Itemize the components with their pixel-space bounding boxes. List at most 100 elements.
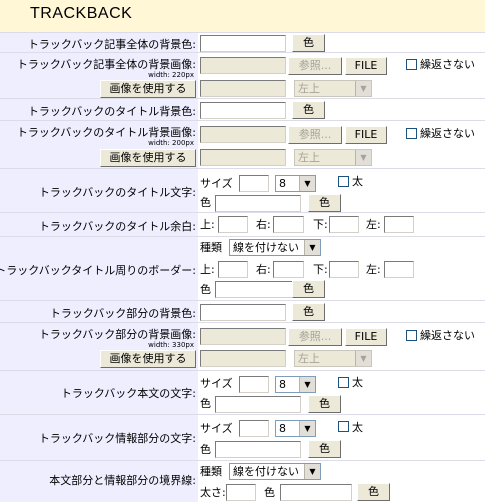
part-no-repeat-label: 繰返さない — [420, 329, 475, 342]
bg-image-file-button[interactable]: FILE — [345, 57, 387, 75]
info-bold-checkbox[interactable] — [338, 421, 349, 432]
border-right-input[interactable] — [273, 261, 304, 278]
part-position-select[interactable]: 左上▼ — [294, 350, 372, 367]
label-title-bg-image-width: width: 200px — [148, 139, 194, 147]
title-bg-color-button[interactable]: 色 — [292, 101, 325, 119]
bg-image-path-input[interactable] — [200, 57, 286, 74]
title-size-label: サイズ — [200, 177, 233, 190]
margin-top-label: 上: — [200, 218, 215, 231]
part-image-file-button[interactable]: FILE — [345, 328, 387, 346]
border-right-label: 右: — [256, 263, 271, 276]
body-color-label: 色 — [200, 397, 211, 410]
label-body-text: トラックバック本文の文字: — [60, 387, 196, 400]
label-bg-image-width: width: 220px — [148, 71, 194, 79]
border-bottom-input[interactable] — [329, 261, 359, 278]
section-title: TRACKBACK — [30, 5, 133, 22]
info-color-button[interactable]: 色 — [308, 440, 341, 458]
border-color-label: 色 — [200, 283, 211, 296]
title-no-repeat-checkbox[interactable] — [406, 128, 417, 139]
label-part-bg-image: トラックバック部分の背景画像: — [38, 328, 196, 341]
chevron-down-icon: ▼ — [304, 464, 320, 479]
label-title-margin: トラックバックのタイトル余白: — [38, 220, 196, 233]
bg-color-button[interactable]: 色 — [292, 34, 325, 52]
chevron-down-icon: ▼ — [299, 421, 315, 436]
title-bg-color-input[interactable] — [200, 102, 286, 119]
body-color-input[interactable] — [215, 396, 301, 413]
bg-position-select[interactable]: 左上▼ — [294, 80, 372, 97]
body-size-input[interactable] — [239, 376, 269, 393]
separator-kind-select[interactable]: 線を付けない▼ — [229, 463, 321, 480]
title-size-input[interactable] — [239, 175, 269, 192]
title-bold-checkbox[interactable] — [338, 176, 349, 187]
border-bottom-label: 下: — [313, 263, 328, 276]
border-top-input[interactable] — [218, 261, 248, 278]
title-image-path-input[interactable] — [200, 126, 286, 143]
separator-color-button[interactable]: 色 — [357, 483, 390, 501]
border-color-button[interactable]: 色 — [292, 280, 325, 298]
bg-image-browse-button[interactable]: 参照... — [288, 57, 342, 75]
row-title-border: トラックバックタイトル周りのボーダー: 種類 線を付けない▼ 上: 右: 下: … — [0, 236, 485, 300]
part-bg-color-button[interactable]: 色 — [292, 303, 325, 321]
title-color-input[interactable] — [215, 195, 301, 212]
border-color-input[interactable] — [215, 281, 301, 298]
separator-thickness-input[interactable] — [226, 484, 256, 501]
title-no-repeat-label: 繰返さない — [420, 127, 475, 140]
margin-bottom-input[interactable] — [329, 216, 359, 233]
border-top-label: 上: — [200, 263, 215, 276]
label-title-bg-image: トラックバックのタイトル背景画像: — [16, 126, 196, 139]
title-color-label: 色 — [200, 196, 211, 209]
border-kind-label: 種類 — [200, 241, 222, 254]
info-size-input[interactable] — [239, 420, 269, 437]
margin-left-input[interactable] — [384, 216, 414, 233]
part-image-path-input[interactable] — [200, 328, 286, 345]
row-separator: 本文部分と情報部分の境界線: 種類 線を付けない▼ 太さ: 色 色 — [0, 460, 485, 502]
part-use-image-button[interactable]: 画像を使用する — [100, 350, 196, 368]
body-bold-checkbox[interactable] — [338, 377, 349, 388]
title-use-image-button[interactable]: 画像を使用する — [100, 149, 196, 167]
row-bg-image: トラックバック記事全体の背景画像: width: 220px 画像を使用する 参… — [0, 52, 485, 98]
title-position-select[interactable]: 左上▼ — [294, 149, 372, 166]
bg-no-repeat-checkbox[interactable] — [406, 59, 417, 70]
separator-thickness-label: 太さ: — [200, 486, 226, 499]
info-size-label: サイズ — [200, 422, 233, 435]
bg-use-image-button[interactable]: 画像を使用する — [100, 80, 196, 98]
info-size-select[interactable]: 8▼ — [275, 420, 316, 437]
border-left-input[interactable] — [384, 261, 414, 278]
label-title-border: トラックバックタイトル周りのボーダー: — [0, 264, 196, 277]
bg-color-input[interactable] — [200, 35, 286, 52]
body-size-select[interactable]: 8▼ — [275, 376, 316, 393]
separator-color-input[interactable] — [280, 484, 352, 501]
info-color-input[interactable] — [215, 441, 301, 458]
margin-top-input[interactable] — [218, 216, 248, 233]
label-title-text: トラックバックのタイトル文字: — [38, 186, 196, 199]
title-bold-label: 太 — [352, 175, 363, 188]
separator-color-label: 色 — [264, 486, 275, 499]
label-part-bg-image-width: width: 330px — [148, 341, 194, 349]
chevron-down-icon: ▼ — [299, 176, 315, 191]
part-no-repeat-checkbox[interactable] — [406, 330, 417, 341]
body-color-button[interactable]: 色 — [308, 395, 341, 413]
section-header: TRACKBACK — [0, 0, 485, 32]
part-image-dummy-field — [200, 350, 286, 367]
border-left-label: 左: — [366, 263, 381, 276]
part-image-browse-button[interactable]: 参照... — [288, 328, 342, 346]
border-kind-select[interactable]: 線を付けない▼ — [229, 239, 321, 256]
body-bold-label: 太 — [352, 376, 363, 389]
row-title-text: トラックバックのタイトル文字: サイズ 8▼ 太 色 色 — [0, 168, 485, 212]
label-bg-image: トラックバック記事全体の背景画像: — [16, 58, 196, 71]
bg-no-repeat-label: 繰返さない — [420, 58, 475, 71]
title-size-select[interactable]: 8▼ — [275, 175, 316, 192]
title-image-file-button[interactable]: FILE — [345, 126, 387, 144]
label-separator: 本文部分と情報部分の境界線: — [49, 474, 196, 487]
row-title-bg-image: トラックバックのタイトル背景画像: width: 200px 画像を使用する 参… — [0, 120, 485, 168]
chevron-down-icon: ▼ — [304, 240, 320, 255]
info-bold-label: 太 — [352, 421, 363, 434]
margin-bottom-label: 下: — [313, 218, 328, 231]
part-bg-color-input[interactable] — [200, 304, 286, 321]
margin-right-input[interactable] — [273, 216, 304, 233]
title-image-browse-button[interactable]: 参照... — [288, 126, 342, 144]
title-color-button[interactable]: 色 — [308, 194, 341, 212]
bg-image-dummy-field — [200, 80, 286, 97]
chevron-down-icon: ▼ — [355, 81, 371, 96]
label-title-bg-color: トラックバックのタイトル背景色: — [27, 105, 196, 118]
